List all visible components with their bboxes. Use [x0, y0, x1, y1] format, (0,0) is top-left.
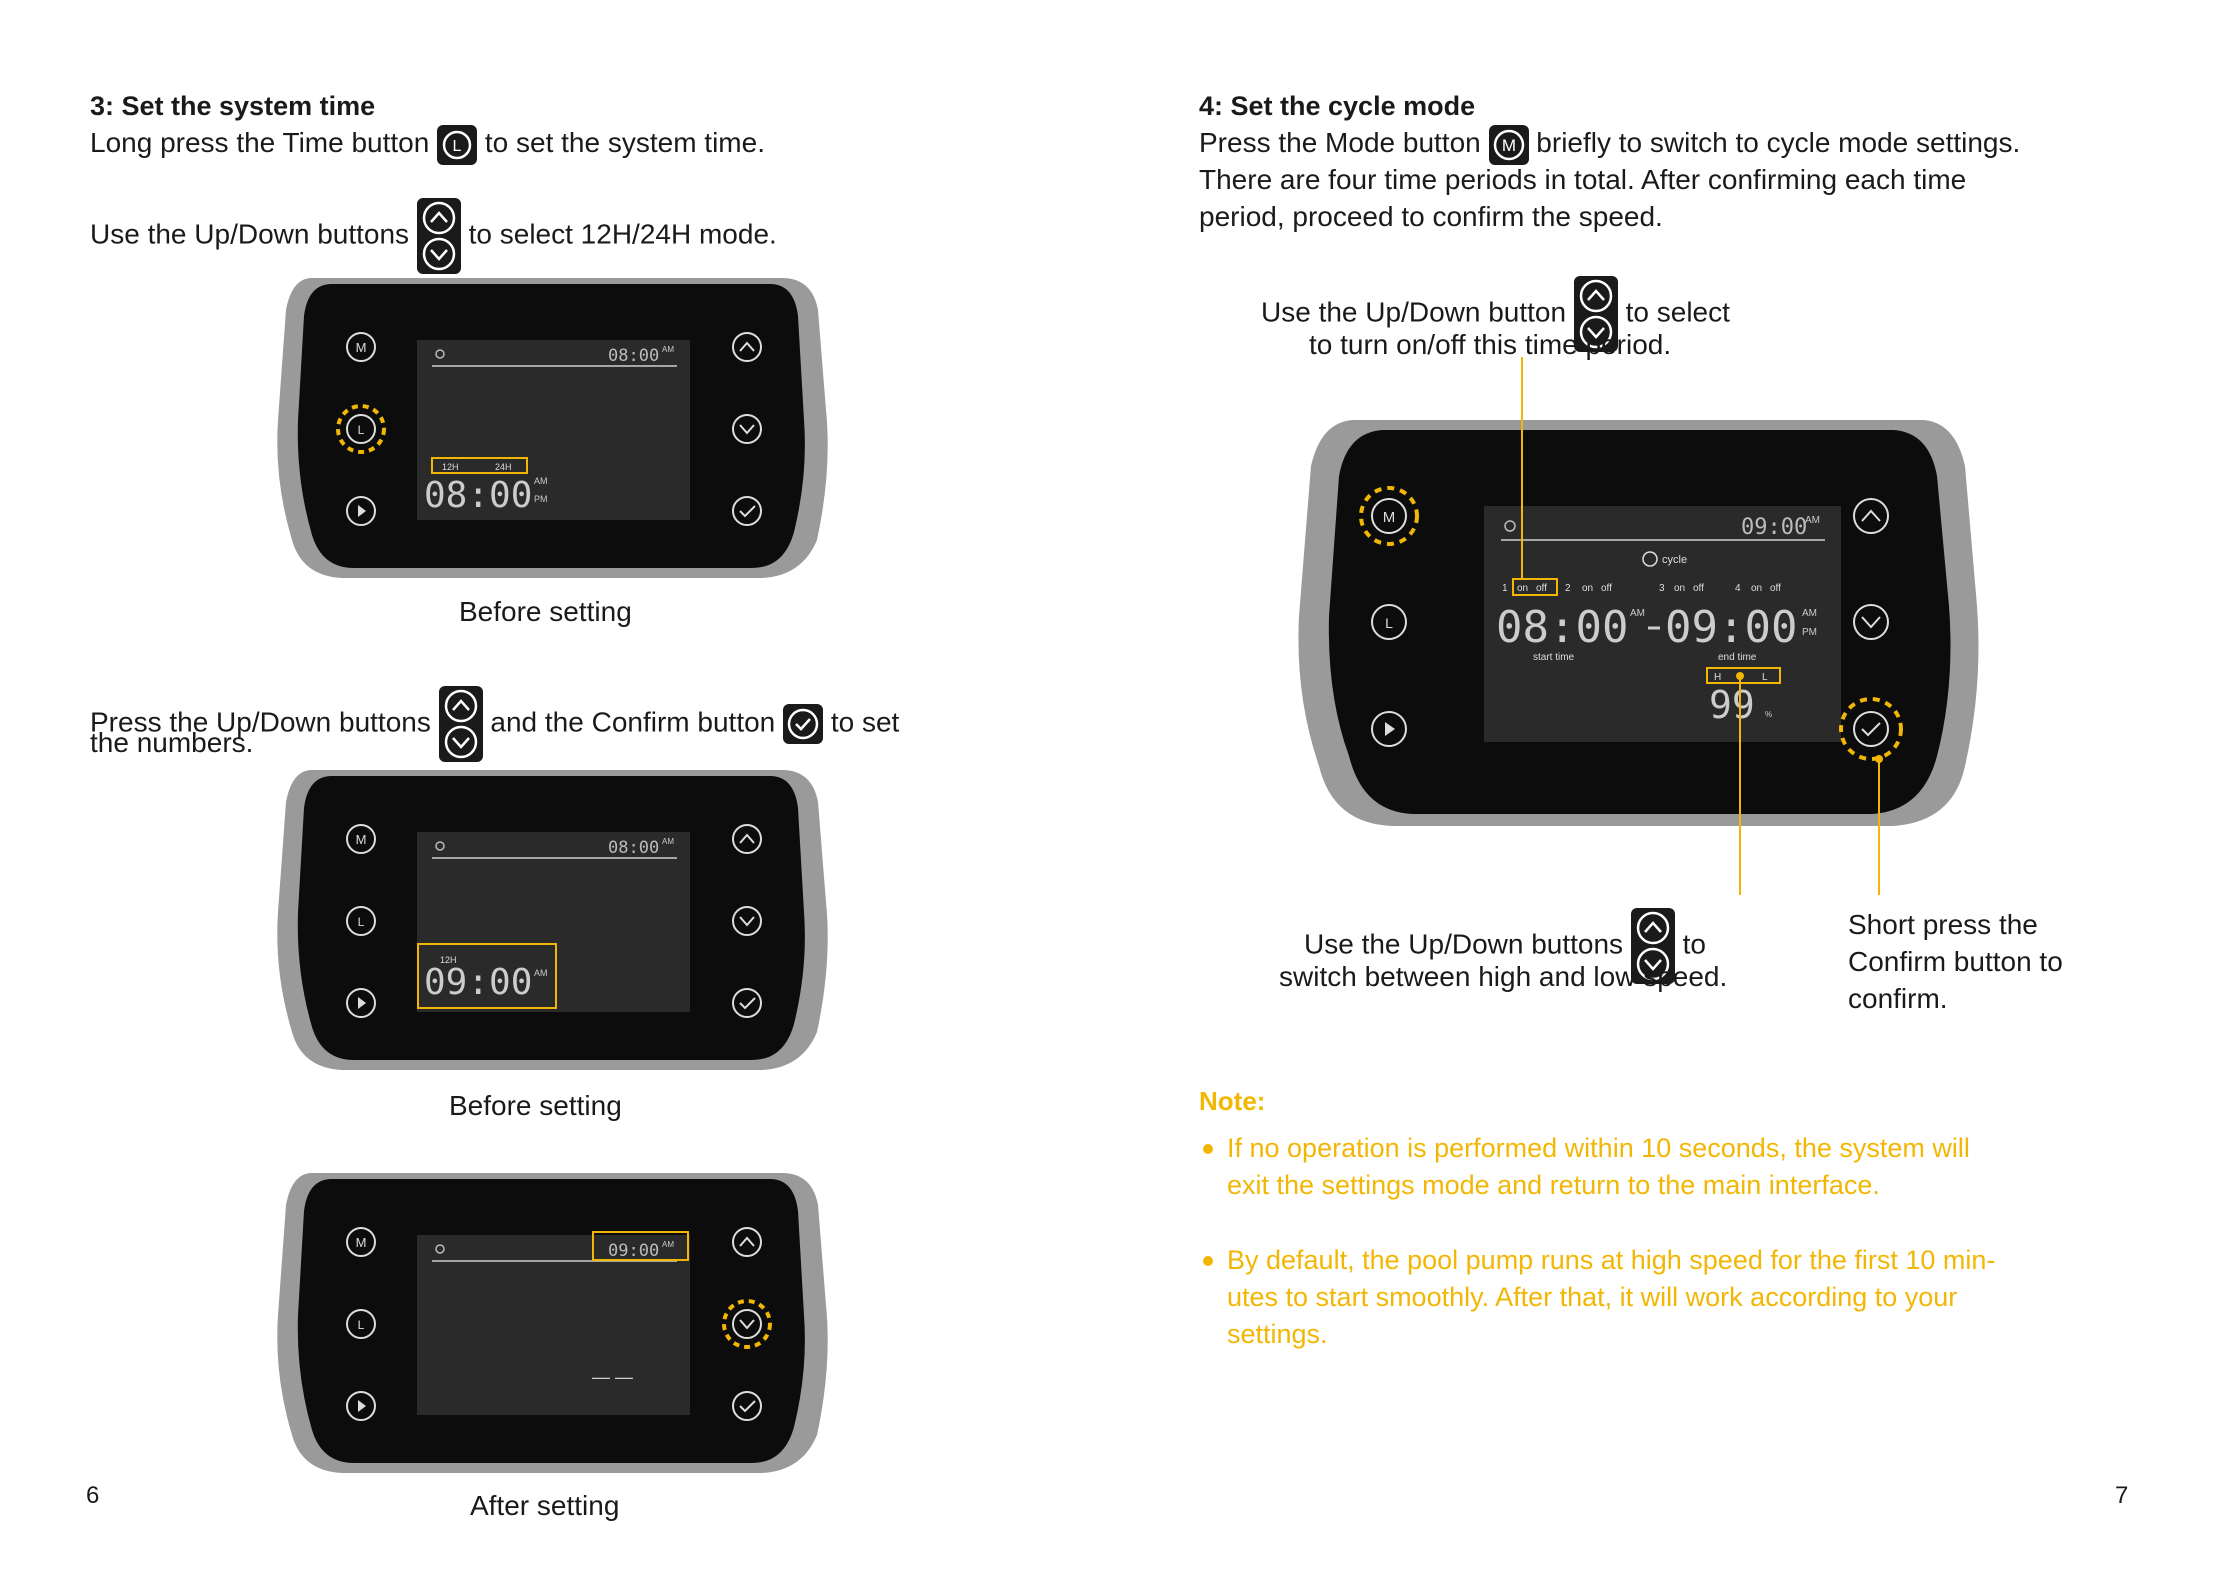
up-down-buttons-icon	[1573, 276, 1618, 352]
device2-am: AM	[534, 968, 548, 978]
device2-top-time: 08:00	[608, 838, 659, 858]
note-title: Note:	[1199, 1086, 1266, 1116]
device2-top-ampm: AM	[662, 837, 674, 846]
device3-dashes: — —	[592, 1367, 633, 1387]
cycle-label: cycle	[1662, 554, 1687, 566]
cycle-instruction-line-3: period, proceed to confirm the speed.	[1199, 201, 1663, 232]
controller-device-3: 09:00 AM — — M L	[272, 1165, 832, 1480]
period-2-number: 2	[1565, 583, 1571, 594]
callout-confirm-2: Confirm button to	[1848, 946, 2063, 977]
callout-toggle-period-cont: to turn on/off this time period.	[1309, 329, 1672, 360]
period-4-off: off	[1770, 583, 1781, 594]
svg-text:L: L	[358, 423, 365, 437]
period-2-on: on	[1582, 583, 1593, 594]
period-1-off: off	[1536, 583, 1547, 594]
controller-device-1: 08:00 AM 12H 24H 08:00 AM PM M L	[272, 270, 832, 585]
period-1-on: on	[1517, 583, 1528, 594]
svg-text:L: L	[358, 915, 365, 929]
instruction-line-1: Long press the Time button L to set the …	[90, 124, 765, 165]
svg-text:L: L	[1385, 615, 1393, 631]
page-number-right: 7	[2115, 1482, 2129, 1509]
controller-device-cycle: 09:00 AM cycle 1 on off 2 on off 3 on of…	[1293, 416, 1983, 836]
cycle-top-ampm: AM	[1805, 515, 1820, 526]
device3-top-ampm: AM	[662, 1240, 674, 1249]
speed-percent: %	[1765, 710, 1772, 719]
start-time-am: AM	[1630, 608, 1645, 619]
svg-text:M: M	[1501, 136, 1515, 155]
period-3-off: off	[1693, 583, 1704, 594]
start-time-digits: 08:00	[1496, 602, 1628, 653]
device1-am: AM	[534, 476, 548, 486]
callout-confirm-1: Short press the	[1848, 909, 2038, 940]
section-heading-system-time: 3: Set the system time	[90, 91, 376, 121]
caption-after-setting: After setting	[470, 1490, 620, 1521]
caption-before-setting-1: Before setting	[459, 596, 632, 627]
device1-big-time: 08:00	[424, 475, 532, 516]
callout-toggle-period: Use the Up/Down button to select	[1261, 276, 1730, 352]
end-time-am: AM	[1802, 608, 1817, 619]
callout-speed-cont: switch between high and low speed.	[1279, 961, 1728, 992]
device3-top-time: 09:00	[608, 1241, 659, 1261]
device2-label-12h: 12H	[440, 955, 457, 965]
speed-high-label: H	[1714, 672, 1721, 683]
confirm-button-icon	[783, 704, 824, 744]
speed-value: 99	[1709, 683, 1755, 727]
period-4-number: 4	[1735, 583, 1741, 594]
period-3-on: on	[1674, 583, 1685, 594]
note-item-default-speed: By default, the pool pump runs at high s…	[1203, 1242, 1995, 1353]
speed-low-label: L	[1762, 672, 1768, 683]
right-page: 4: Set the cycle mode Press the Mode but…	[1109, 0, 2218, 1576]
device1-opt-12h: 12H	[442, 462, 459, 472]
page-number-left: 6	[86, 1482, 100, 1509]
device1-opt-24h: 24H	[495, 462, 512, 472]
svg-text:M: M	[356, 340, 367, 355]
bullet-icon	[1203, 1144, 1213, 1154]
svg-text:M: M	[356, 832, 367, 847]
caption-before-setting-2: Before setting	[449, 1090, 622, 1121]
period-4-on: on	[1751, 583, 1762, 594]
end-time-pm: PM	[1802, 627, 1817, 638]
svg-text:L: L	[358, 1318, 365, 1332]
callout-speed: Use the Up/Down buttons to	[1304, 908, 1706, 984]
controller-device-2: 08:00 AM 12H 09:00 AM M L	[272, 762, 832, 1077]
left-page: 3: Set the system time Long press the Ti…	[86, 91, 899, 1521]
mode-button-icon: M	[1488, 124, 1529, 165]
cycle-top-time: 09:00	[1741, 515, 1807, 540]
device1-top-ampm: AM	[662, 345, 674, 354]
svg-text:M: M	[1383, 509, 1396, 526]
note-item-timeout: If no operation is performed within 10 s…	[1203, 1130, 1970, 1204]
time-button-icon: L	[437, 124, 478, 165]
cycle-instruction-line-1: Press the Mode button M briefly to switc…	[1199, 124, 2020, 165]
svg-text:M: M	[356, 1235, 367, 1250]
device2-big-time: 09:00	[424, 962, 532, 1003]
up-down-buttons-icon	[438, 686, 483, 762]
period-3-number: 3	[1659, 583, 1665, 594]
instruction-line-3: Press the Up/Down buttons and the Confir…	[90, 686, 899, 762]
device1-pm: PM	[534, 494, 548, 504]
end-time-label: end time	[1718, 652, 1757, 663]
up-down-buttons-icon	[1630, 908, 1675, 984]
instruction-line-3-cont: the numbers.	[90, 727, 254, 758]
leader-lines	[1521, 357, 1883, 895]
svg-text:L: L	[453, 138, 462, 155]
start-time-label: start time	[1533, 652, 1575, 663]
up-down-buttons-icon	[416, 198, 461, 274]
instruction-line-2: Use the Up/Down buttons to select 12H/24…	[90, 198, 777, 274]
end-time-digits: 09:00	[1665, 602, 1797, 653]
callout-confirm-3: confirm.	[1848, 983, 1948, 1014]
section-heading-cycle-mode: 4: Set the cycle mode	[1199, 91, 1476, 121]
device1-top-time: 08:00	[608, 346, 659, 366]
bullet-icon	[1203, 1256, 1213, 1266]
cycle-instruction-line-2: There are four time periods in total. Af…	[1199, 164, 1967, 195]
period-1-number: 1	[1502, 583, 1508, 594]
period-2-off: off	[1601, 583, 1612, 594]
